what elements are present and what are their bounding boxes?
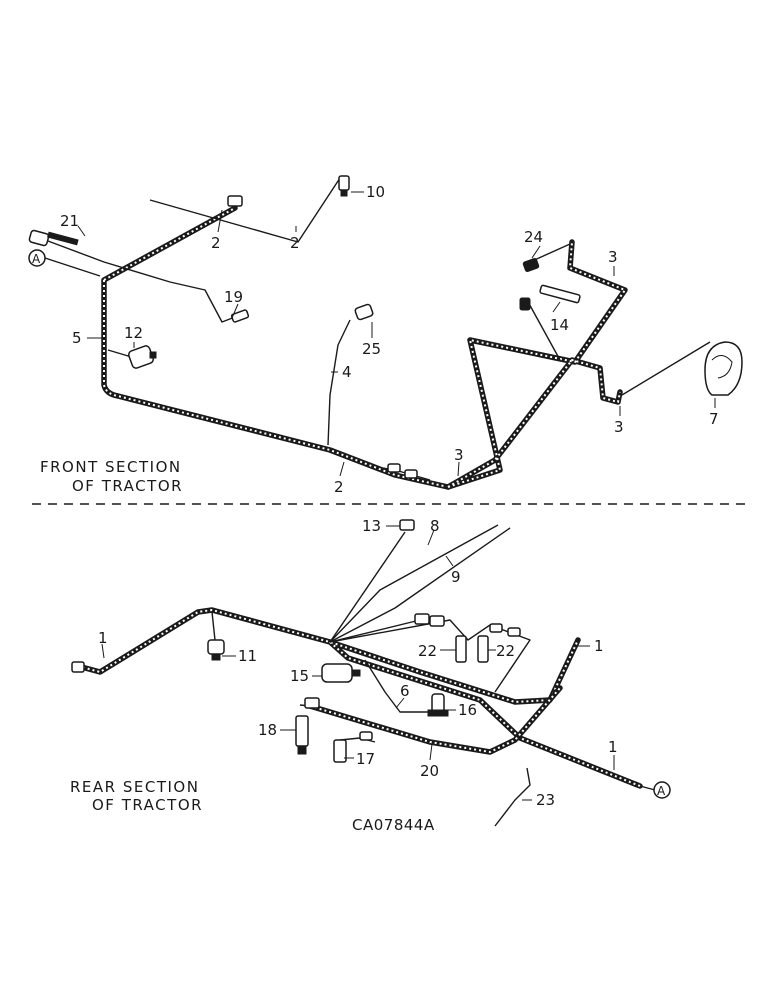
connector-a-front: A — [28, 249, 46, 267]
wire-connector-a-rear — [639, 785, 656, 791]
sender-11 — [207, 639, 225, 661]
callout-21: 21 — [60, 212, 79, 230]
callout-16: 16 — [458, 701, 477, 719]
rear-section-label-2: OF TRACTOR — [92, 796, 203, 814]
callout-1b: 1 — [594, 637, 604, 655]
wire-21 — [39, 237, 249, 323]
callout-14: 14 — [550, 316, 569, 334]
drawing-code: CA07844A — [352, 816, 435, 834]
callout-18: 18 — [258, 721, 277, 739]
callout-23: 23 — [536, 791, 555, 809]
callout-7: 7 — [709, 410, 719, 428]
callout-3b: 3 — [614, 418, 624, 436]
callout-22a: 22 — [418, 642, 437, 660]
callout-1a: 1 — [98, 629, 108, 647]
horn-7 — [704, 341, 743, 396]
callout-15: 15 — [290, 667, 309, 685]
wire-horn — [621, 341, 711, 396]
callout-2c: 2 — [334, 478, 344, 496]
front-section-label-2: OF TRACTOR — [72, 477, 183, 495]
callout-17: 17 — [356, 750, 375, 768]
sender-22-left — [455, 635, 467, 663]
callout-4: 4 — [342, 363, 352, 381]
switch-16 — [427, 693, 449, 717]
callout-6: 6 — [400, 682, 410, 700]
plug-21 — [28, 229, 79, 247]
rear-section: A 13 8 9 1 11 22 22 1 15 6 16 18 17 20 1 — [70, 517, 671, 834]
sender-14 — [519, 284, 581, 311]
junction-rear — [71, 613, 521, 741]
harness-20 — [307, 685, 563, 755]
wire-4 — [327, 319, 351, 446]
sender-18 — [295, 715, 309, 755]
wire-11 — [211, 611, 216, 641]
sender-12 — [127, 345, 157, 369]
front-section: A 10 2 2 21 19 5 12 25 4 24 3 14 7 3 3 — [28, 175, 743, 496]
front-section-label-1: FRONT SECTION — [40, 458, 182, 476]
wire-6 — [364, 659, 432, 713]
callout-8: 8 — [430, 517, 440, 535]
switch-13 — [399, 519, 415, 531]
callout-12: 12 — [124, 324, 143, 342]
wire-9 — [329, 527, 511, 643]
wire-8 — [329, 524, 499, 643]
callout-25: 25 — [362, 340, 381, 358]
callout-19: 19 — [224, 288, 243, 306]
callout-10: 10 — [366, 183, 385, 201]
harness-2-5 — [101, 205, 451, 490]
switch-25 — [354, 303, 374, 321]
callout-2b: 2 — [290, 234, 300, 252]
rear-section-label-1: REAR SECTION — [70, 778, 199, 796]
sender-17 — [333, 739, 347, 763]
wire-13 — [329, 531, 406, 643]
harness-3 — [445, 239, 628, 490]
wire-10 — [149, 177, 341, 243]
callout-11: 11 — [238, 647, 257, 665]
callout-5: 5 — [72, 329, 82, 347]
connector-a-rear-label: A — [657, 784, 666, 798]
callout-20: 20 — [420, 762, 439, 780]
switch-24 — [522, 257, 540, 273]
connector-a-front-label: A — [32, 252, 41, 266]
wire-connector-a-front — [44, 257, 101, 277]
callout-22b: 22 — [496, 642, 515, 660]
callout-13: 13 — [362, 517, 381, 535]
switch-10 — [338, 175, 350, 197]
callout-1c: 1 — [608, 738, 618, 756]
callout-24: 24 — [524, 228, 543, 246]
sender-15 — [321, 663, 361, 683]
callout-2a: 2 — [211, 234, 221, 252]
callout-3c: 3 — [454, 446, 464, 464]
connector-2-top — [227, 195, 243, 207]
connector-a-rear: A — [653, 781, 671, 799]
callout-3a: 3 — [608, 248, 618, 266]
junction-front — [387, 463, 418, 479]
connector-19 — [230, 309, 250, 323]
wire-14 — [526, 299, 561, 361]
sender-22-right — [477, 635, 489, 663]
callout-9: 9 — [451, 568, 461, 586]
wire-23 — [494, 767, 531, 827]
